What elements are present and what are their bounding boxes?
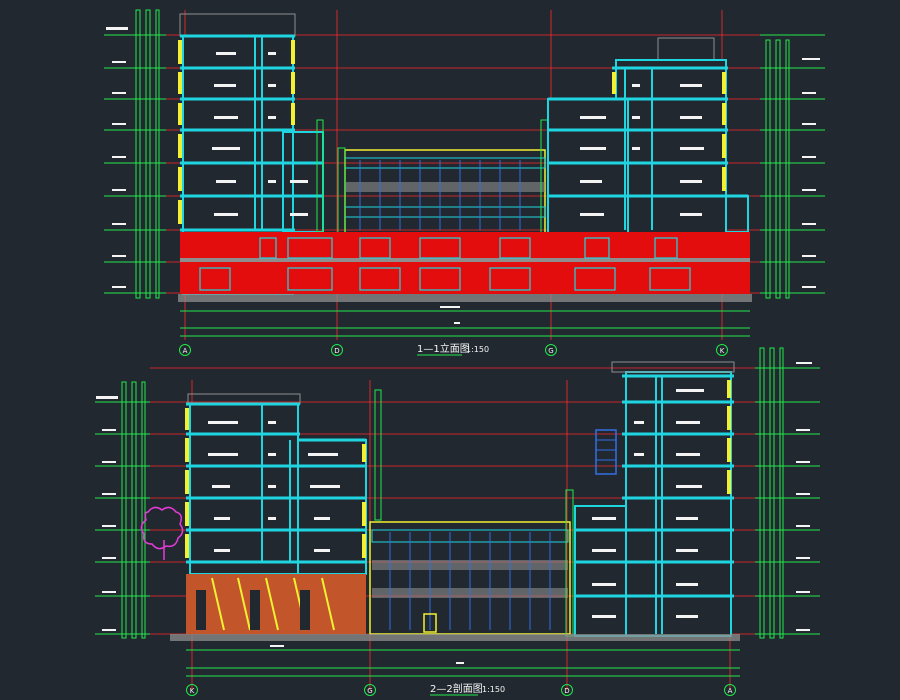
section-1-scale: 1:150 xyxy=(466,345,489,354)
axis-bubble xyxy=(545,344,557,356)
section-1-drawing: A D G K 1—1立面图 1:150 xyxy=(104,9,825,356)
bottom-dimension-labels-2 xyxy=(270,645,464,664)
section-2-scale: 1:150 xyxy=(482,685,505,694)
axis-label: G xyxy=(548,347,553,355)
axis-label: D xyxy=(334,347,339,355)
ground-floor-red-1 xyxy=(178,232,752,302)
right-dimension-1 xyxy=(760,34,825,299)
right-tower-2 xyxy=(565,361,735,637)
axis-bubbles-2: K G D A xyxy=(186,684,736,696)
axis-label: G xyxy=(367,687,372,695)
axis-bubble xyxy=(179,344,191,356)
right-tower-1 xyxy=(547,37,749,236)
axis-bubble xyxy=(716,344,728,356)
left-dimension-2 xyxy=(95,381,150,639)
center-block-1 xyxy=(337,119,549,235)
left-dimension-1 xyxy=(104,9,166,299)
axis-bubble xyxy=(364,684,376,696)
axis-label: A xyxy=(183,347,188,355)
right-dimension-ticks-2 xyxy=(796,362,812,631)
bottom-dimension-2 xyxy=(186,649,740,677)
tree-symbol-icon xyxy=(140,506,184,560)
center-block-2 xyxy=(369,521,571,635)
left-wing-2 xyxy=(297,389,382,575)
axis-label: A xyxy=(728,687,733,695)
ground-line-2 xyxy=(170,634,740,641)
left-dimension-ticks-2 xyxy=(96,396,118,631)
axis-bubble xyxy=(724,684,736,696)
bottom-dimension-1 xyxy=(180,310,750,337)
axis-bubble xyxy=(561,684,573,696)
right-dimension-2 xyxy=(755,347,820,639)
axis-label: D xyxy=(564,687,569,695)
axis-label: K xyxy=(720,347,725,355)
left-dimension-ticks-1 xyxy=(106,27,128,288)
section-2-title: 2—2剖面图 xyxy=(430,682,483,695)
brick-wall-2 xyxy=(186,574,366,634)
right-dimension-ticks-1 xyxy=(802,58,820,288)
left-tower-2 xyxy=(185,393,301,575)
bottom-dimension-labels-1 xyxy=(440,306,460,324)
axis-label: K xyxy=(190,687,195,695)
section-1-title: 1—1立面图 xyxy=(417,342,470,355)
axis-bubbles-1: A D G K xyxy=(179,344,728,356)
axis-bubble xyxy=(331,344,343,356)
section-2-drawing: K G D A 2—2剖面图 1:150 xyxy=(95,347,820,696)
axis-bubble xyxy=(186,684,198,696)
